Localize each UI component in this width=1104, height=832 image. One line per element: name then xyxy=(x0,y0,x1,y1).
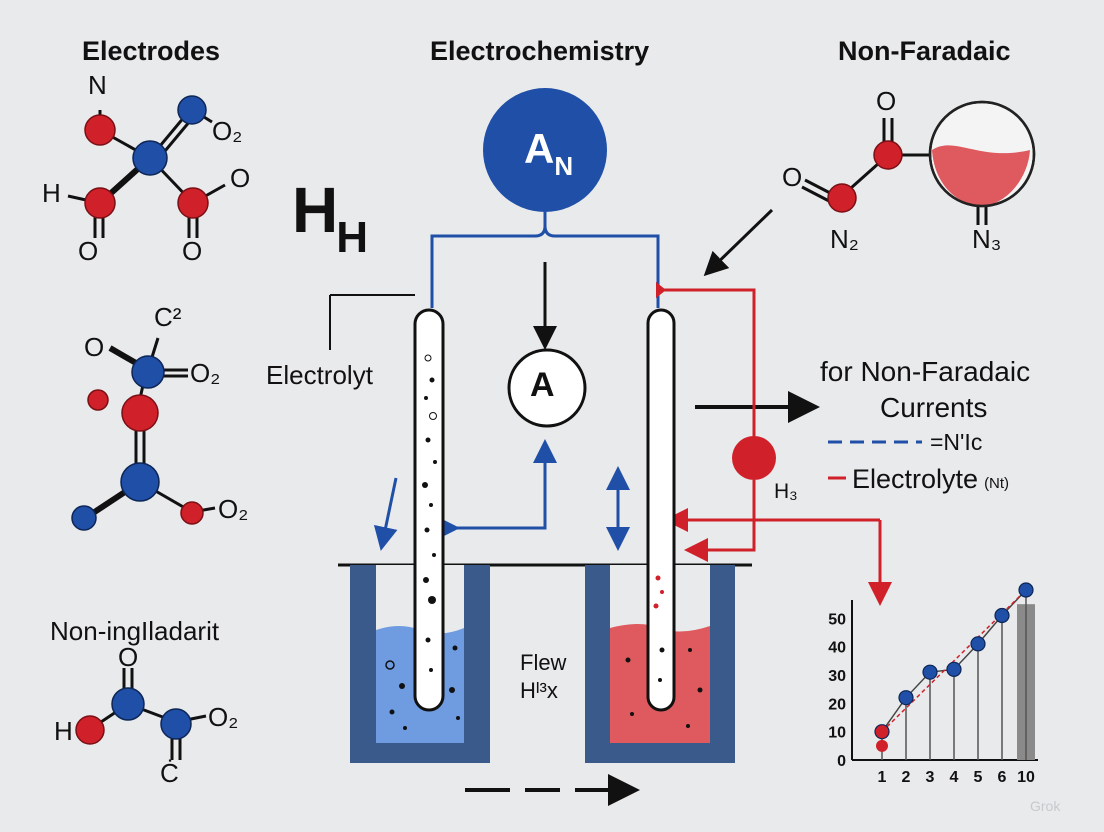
m3-h: H xyxy=(54,716,73,746)
wiring-red xyxy=(658,288,892,606)
molecule-1 xyxy=(67,95,226,238)
chart-y-tick: 40 xyxy=(828,640,846,657)
right-electrode xyxy=(646,308,676,712)
chart-point xyxy=(922,664,938,680)
chart-x-tick: 1 xyxy=(878,769,887,786)
bubbles xyxy=(385,645,703,730)
title-electrodes: Electrodes xyxy=(82,36,221,66)
hh-main: H xyxy=(292,174,338,246)
legend-solid-suffix: (Nt) xyxy=(984,475,1010,492)
m2-c2: C² xyxy=(154,302,182,332)
wiring-blue xyxy=(430,88,660,308)
m1-h: H xyxy=(42,178,61,208)
m3-o-top: O xyxy=(118,642,139,672)
left-electrode xyxy=(413,308,445,712)
legend-solid-text: Electrolyte xyxy=(852,464,979,494)
m2-o: O xyxy=(84,332,105,362)
molecule-3 xyxy=(75,668,207,760)
chart-x-tick: 6 xyxy=(998,769,1007,786)
an-label: AN xyxy=(524,125,573,180)
chart-y-tick: 10 xyxy=(828,725,846,742)
flew-label: Flew xyxy=(520,650,567,675)
chart-point xyxy=(970,636,986,652)
blue-side-arrows xyxy=(373,466,630,551)
an-main: A xyxy=(524,125,555,172)
ammeter-return-arrow xyxy=(455,439,557,530)
legend-heading-1: for Non-Faradaic xyxy=(820,356,1031,387)
molecule-4 xyxy=(801,100,1036,225)
chart-point-red xyxy=(876,739,888,752)
legend-solid-label: Electrolyte (Nt) xyxy=(852,466,1009,493)
m1-o-bl: O xyxy=(78,236,99,266)
hx-label: Hᴵ³x xyxy=(520,678,558,703)
m4-n3: N₃ xyxy=(972,224,1002,254)
watermark: Grok xyxy=(1030,798,1061,814)
pointer-arrow xyxy=(703,208,774,277)
chart-point xyxy=(994,607,1010,624)
m3-o2: O₂ xyxy=(208,702,239,732)
m1-o2: O₂ xyxy=(212,116,243,146)
h3-label: H₃ xyxy=(774,480,798,503)
m2-o2-top: O₂ xyxy=(190,358,221,388)
hh-sub: H xyxy=(336,213,368,262)
an-circle xyxy=(483,88,607,212)
legend-heading-2: Currents xyxy=(880,392,988,423)
m3-bottom: Ċ xyxy=(160,758,179,788)
m4-o-left: O xyxy=(782,162,803,192)
red-node xyxy=(732,436,776,480)
chart-x-tick: 3 xyxy=(926,769,935,786)
chart-x-tick: 2 xyxy=(902,769,911,786)
chart-y-tick: 30 xyxy=(828,668,846,685)
chart-y-tick: 0 xyxy=(837,753,846,770)
chart-point xyxy=(946,661,962,677)
chart-point xyxy=(898,690,914,706)
chart-point xyxy=(874,724,890,740)
m4-n2: N₂ xyxy=(830,224,859,254)
chart-y-tick: 20 xyxy=(828,696,846,713)
title-non-faradaic: Non-Faradaic xyxy=(838,36,1011,66)
title-electrochemistry: Electrochemistry xyxy=(430,36,650,66)
m1-o-br: O xyxy=(182,236,203,266)
ammeter-circle xyxy=(507,348,587,428)
an-sub: N xyxy=(554,151,574,181)
m4-o-top: O xyxy=(876,86,897,116)
chart-x-tick: 10 xyxy=(1017,769,1035,786)
chart-x-tick: 5 xyxy=(974,769,983,786)
m2-o2-bot: O₂ xyxy=(218,494,249,524)
m1-n: N xyxy=(88,70,107,100)
electrolyt-label: Electrolyt xyxy=(266,360,373,390)
chart-x-tick: 4 xyxy=(950,769,959,786)
ammeter-label: A xyxy=(530,366,555,404)
chart-y-tick: 50 xyxy=(828,611,846,628)
title-non-ingl: Non-ingIladarit xyxy=(50,616,220,646)
chart-point xyxy=(1018,582,1034,598)
molecule-2 xyxy=(71,337,216,531)
legend-dashed-label: =N'Ic xyxy=(930,429,983,455)
hh-label: HH xyxy=(292,178,368,260)
m1-o-right: O xyxy=(230,163,251,193)
